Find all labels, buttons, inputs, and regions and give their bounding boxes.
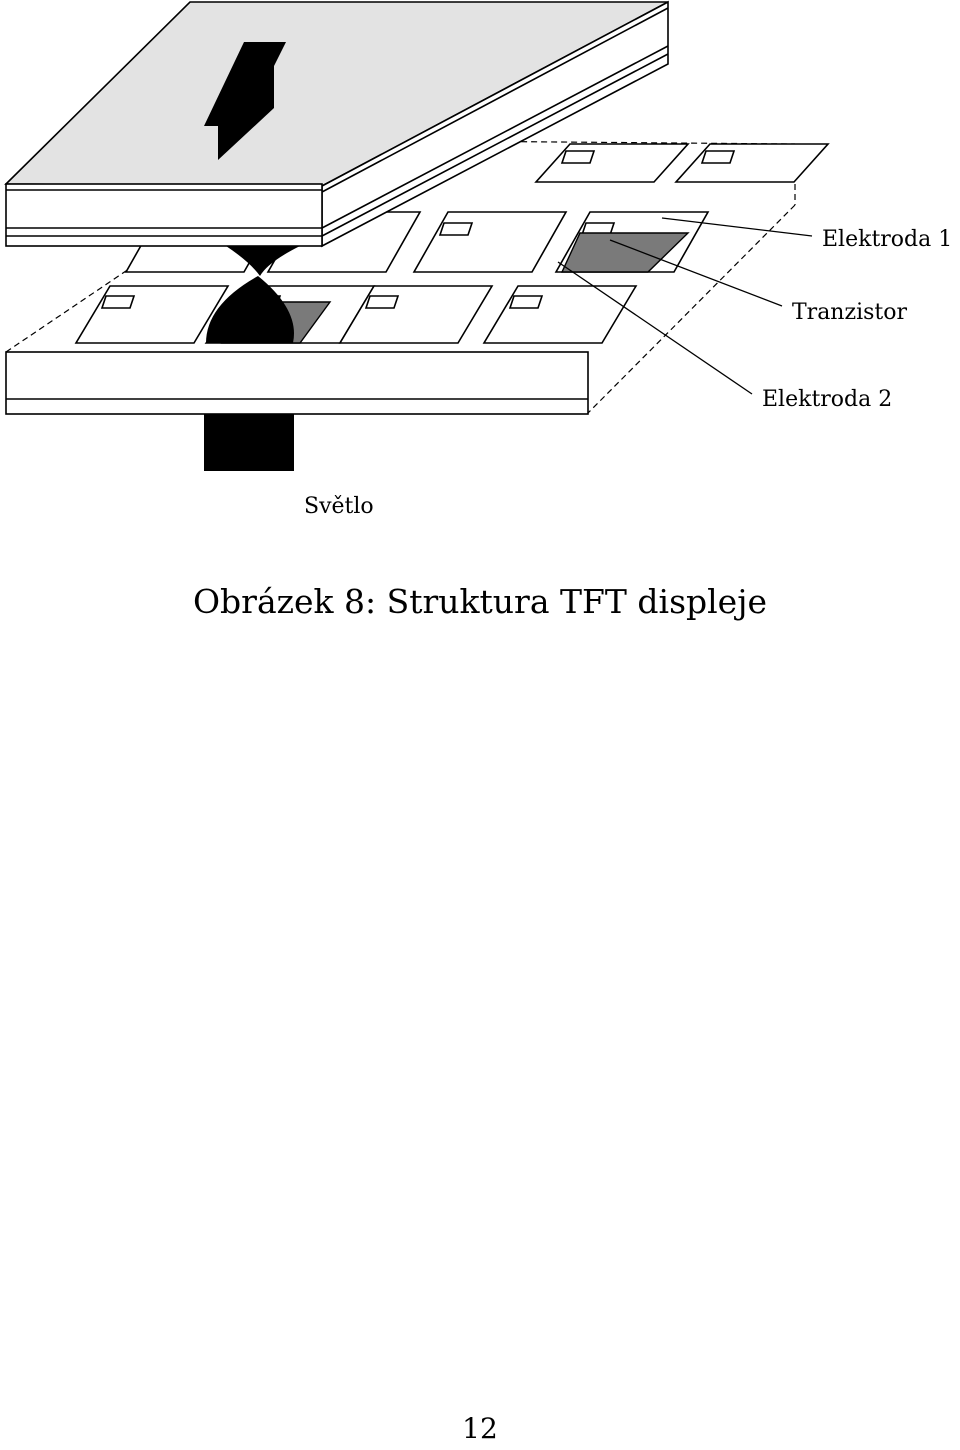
pixel-electrode	[74, 285, 230, 344]
pixel-electrode	[674, 143, 830, 183]
label-electrode-2: Elektroda 2	[762, 387, 892, 412]
transistor-pad	[560, 150, 596, 164]
light-beam-lower	[206, 276, 294, 343]
label-transistor: Tranzistor	[792, 300, 907, 325]
figure-caption: Obrázek 8: Struktura TFT displeje	[193, 582, 767, 621]
active-pixel-right	[560, 232, 690, 273]
transistor-pad	[364, 295, 400, 309]
transistor-pad	[700, 150, 736, 164]
transistor-pad	[438, 222, 474, 236]
light-beam-upper	[226, 246, 300, 276]
pixel-electrode	[412, 211, 568, 273]
pixel-electrode	[482, 285, 638, 344]
transistor-pad	[508, 295, 544, 309]
light-beam-bottom	[204, 414, 294, 471]
bottom-substrate	[5, 351, 589, 415]
tft-structure-diagram: Elektroda 1 Tranzistor Elektroda 2 Světl…	[4, 0, 952, 519]
page-number: 12	[462, 1412, 498, 1445]
label-light: Světlo	[304, 494, 374, 519]
callout-lines	[557, 217, 813, 395]
pixel-electrode	[534, 143, 690, 183]
label-electrode-1: Elektroda 1	[822, 227, 952, 252]
transistor-pad	[100, 295, 136, 309]
top-plate	[4, 0, 669, 248]
light-arrow-icon	[204, 42, 286, 160]
